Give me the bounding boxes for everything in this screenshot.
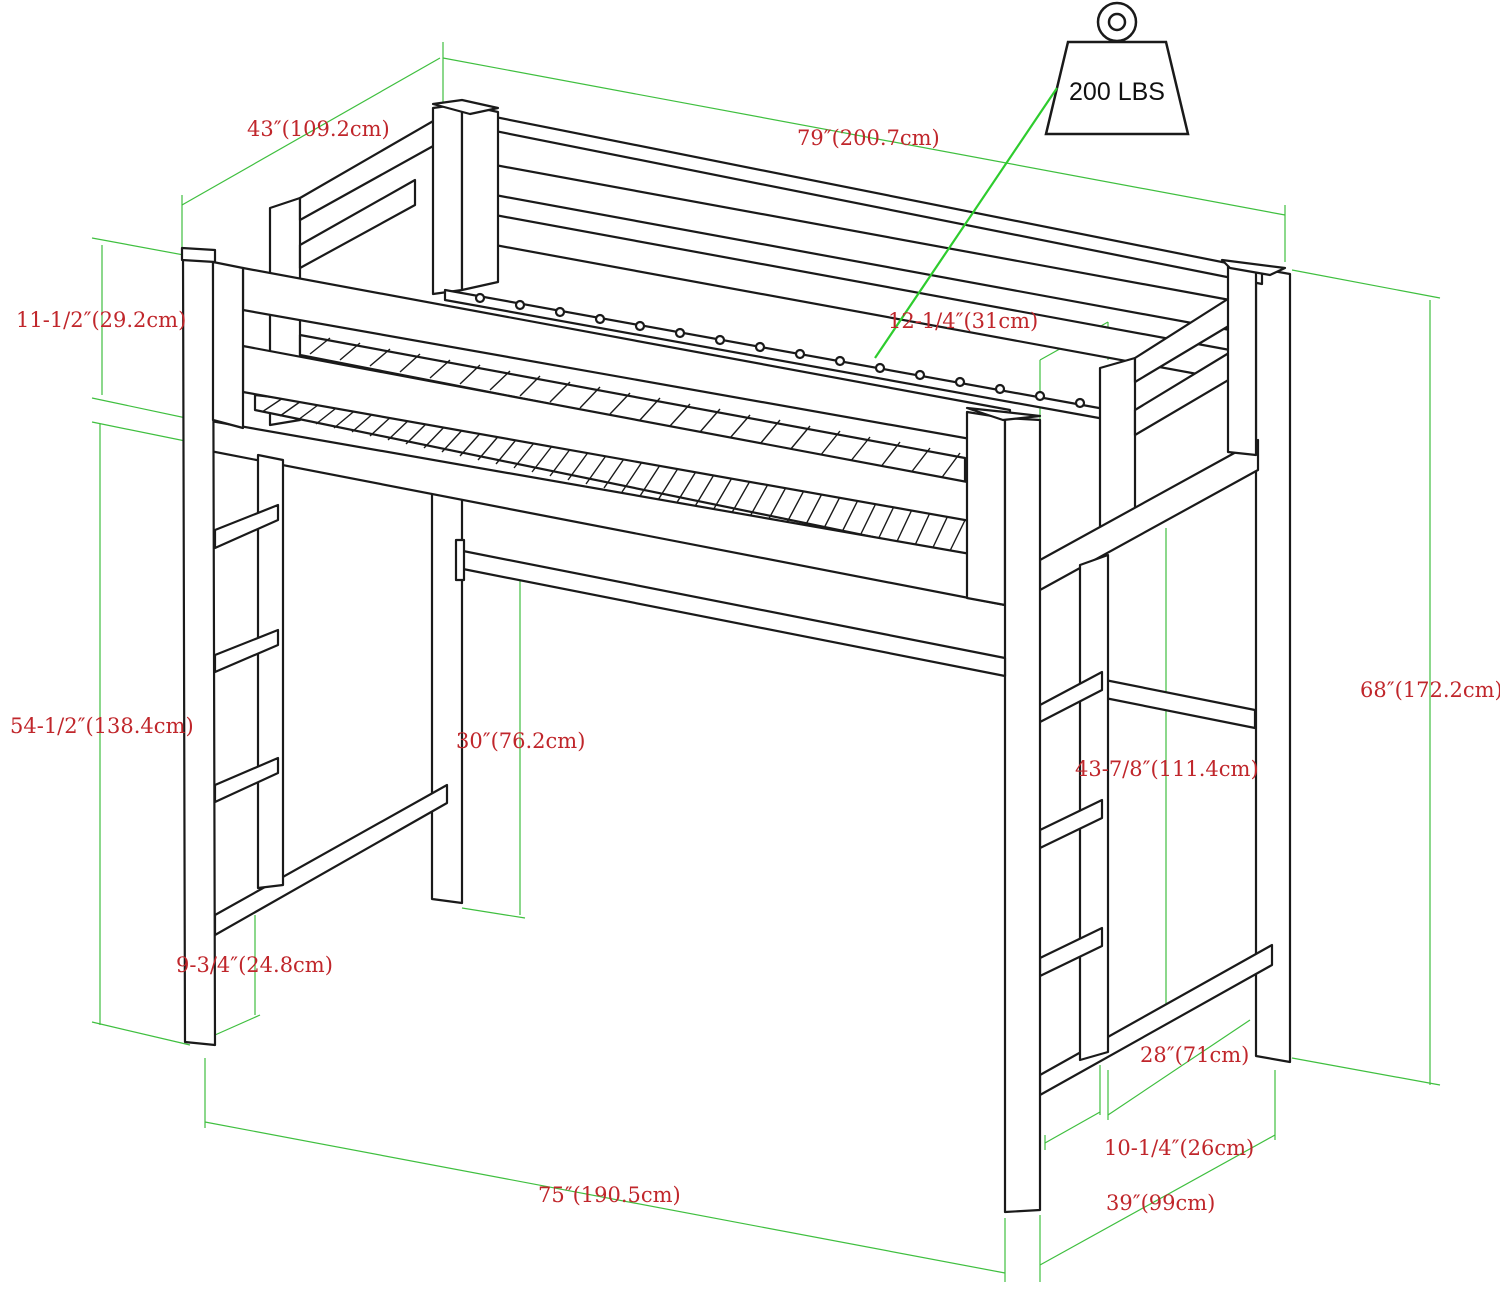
dim-overall-height: 68″(172.2cm) bbox=[1360, 678, 1500, 702]
weight-leader-line bbox=[874, 87, 1058, 359]
right-bottom-rail bbox=[1038, 943, 1274, 1097]
front-left-guard-post bbox=[211, 260, 245, 430]
dim-ladder-width: 10-1/4″(26cm) bbox=[1104, 1136, 1254, 1160]
front-left-post bbox=[181, 250, 217, 1047]
weight-icon bbox=[1044, 1, 1190, 136]
dim-ladder-height: 43-7/8″(111.4cm) bbox=[1075, 757, 1259, 781]
dim-desk-bar-height: 30″(76.2cm) bbox=[456, 729, 585, 753]
inner-slats bbox=[309, 337, 961, 481]
dim-under-bed-height: 54-1/2″(138.4cm) bbox=[10, 714, 194, 738]
dim-ladder-rung-gap: 9-3/4″(24.8cm) bbox=[176, 953, 333, 977]
left-back-post-top bbox=[431, 102, 464, 296]
dim-guard-gap: 12-1/4″(31cm) bbox=[888, 309, 1038, 333]
left-bottom-rail bbox=[213, 783, 449, 937]
dim-end-width-outer: 39″(99cm) bbox=[1106, 1191, 1215, 1215]
front-right-guard-post bbox=[965, 410, 1007, 607]
dim-length-floor: 75″(190.5cm) bbox=[538, 1183, 681, 1207]
dim-length-top: 79″(200.7cm) bbox=[797, 126, 940, 150]
dimension-lines bbox=[91, 42, 1441, 1282]
back-right-post bbox=[1254, 266, 1292, 1064]
front-right-cap bbox=[965, 406, 1042, 422]
front-right-post bbox=[1003, 416, 1042, 1214]
bed-frame bbox=[180, 98, 1292, 1214]
weight-label: 200 LBS bbox=[1069, 78, 1165, 106]
front-left-cap bbox=[180, 246, 217, 264]
far-dowels bbox=[474, 292, 1086, 409]
left-end-rail-2 bbox=[298, 178, 417, 270]
dim-rail-height: 11-1/2″(29.2cm) bbox=[16, 308, 186, 332]
left-back-post-side bbox=[460, 102, 500, 292]
right-end-bed-rail bbox=[1038, 438, 1260, 592]
left-ladder-rung-1 bbox=[213, 503, 280, 550]
back-left-cap bbox=[431, 98, 500, 116]
dim-end-width-inner: 28″(71cm) bbox=[1140, 1043, 1249, 1067]
right-end-post-front bbox=[1098, 356, 1137, 534]
desk-bar-bracket bbox=[454, 538, 466, 582]
back-right-guard-post bbox=[1226, 263, 1258, 457]
dim-depth-top: 43″(109.2cm) bbox=[247, 117, 390, 141]
back-right-cap bbox=[1220, 258, 1287, 277]
right-desk-bar-side bbox=[1103, 678, 1257, 730]
